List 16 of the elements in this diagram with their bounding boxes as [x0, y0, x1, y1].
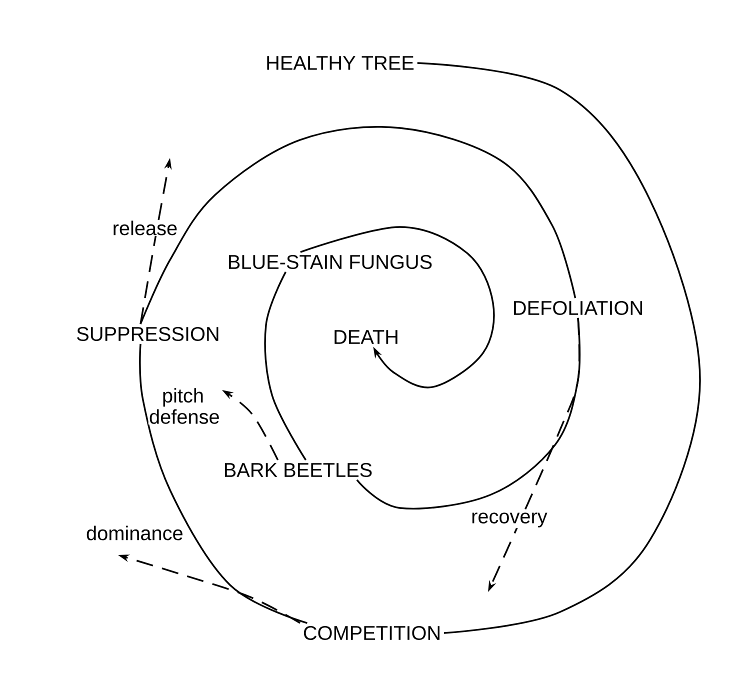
- stage-label: DEFOLIATION: [514, 300, 642, 316]
- spiral-line: [264, 272, 306, 460]
- spiral-line: [140, 126, 576, 324]
- stage-label: DEATH: [334, 330, 398, 344]
- arrow: [300, 226, 495, 388]
- spiral-line: [139, 344, 308, 624]
- stage-label: BARK BEETLES: [225, 462, 372, 478]
- edge-label: release: [110, 220, 180, 236]
- edge-label: pitch defense: [148, 387, 219, 425]
- spiral-line: [417, 62, 701, 634]
- stage-label: HEALTHY TREE: [267, 56, 414, 70]
- edge-label: recovery: [470, 512, 548, 528]
- stage-label: SUPPRESSION: [77, 326, 218, 342]
- edge-label: dominance: [85, 525, 182, 541]
- stage-label: COMPETITION: [304, 626, 440, 640]
- stage-label: BLUE-STAIN FUNGUS: [229, 254, 432, 270]
